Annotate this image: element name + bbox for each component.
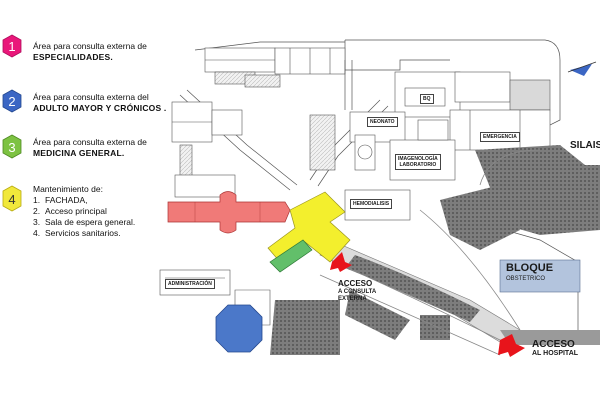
list-item-number: 1. [33,195,41,205]
legend-item-line1: Área para consulta externa de [33,137,147,147]
legend-item-mantenimiento: Mantenimiento de: 1. FACHADA, 2. Acceso pr… [33,184,135,239]
label-neonato: NEONATO [367,117,398,127]
label-administracion: ADMINISTRACIÓN [165,279,215,289]
list-item: 2. Acceso principal [33,206,135,217]
label-acceso-hospital-line2: AL HOSPITAL [532,350,579,357]
west-wing [171,101,243,198]
label-imagenologia: IMAGENOLOGÍA LABORATORIO [395,154,441,170]
legend-badge-2: 2 [2,89,22,113]
legend-badge-4: 4 [2,185,22,212]
legend-item-adulto-mayor: Área para consulta externa del ADULTO MA… [33,92,166,114]
list-item: 4. Servicios sanitarios. [33,228,135,239]
zone-medicina-general [269,239,313,273]
label-acceso-hospital: ACCESO AL HOSPITAL [532,339,578,358]
acceso-hospital-arrow-icon [498,334,525,357]
legend-badge-1: 1 [2,34,22,58]
label-emergencia: EMERGENCIA [480,132,520,142]
legend-badge-1-number: 1 [8,39,15,54]
north-wing [204,47,346,88]
legend-item-line2: ADULTO MAYOR Y CRÓNICOS . [33,103,167,113]
label-imagenologia-line1: IMAGENOLOGÍA [398,156,438,162]
zone-adulto-mayor [215,304,263,353]
acceso-consulta-arrow-icon [330,252,352,272]
list-item-text: Servicios sanitarios. [45,228,121,238]
label-bloque-line1: BLOQUE [506,262,554,274]
label-imagenologia-line2: LABORATORIO [399,162,437,168]
label-bloque-line2: OBSTETRICO [506,276,546,282]
east-buildings [309,71,551,221]
legend-item-line2: MEDICINA GENERAL. [33,148,125,158]
list-item: 1. FACHADA, [33,195,135,206]
maintenance-list: 1. FACHADA, 2. Acceso principal 3. Sala de … [33,195,135,239]
driveway [319,149,541,356]
legend-badge-3-number: 3 [8,140,15,155]
legend-item-medicina-general: Área para consulta externa de MEDICINA G… [33,137,147,159]
list-item-number: 2. [33,206,41,216]
label-acceso-consulta: ACCESO A CONSULTA EXTERNA [338,279,377,303]
label-hemodialisis: HEMODIALISIS [350,199,393,209]
list-item-text: Sala de espera general. [45,217,136,227]
label-bloque-obstetrico: BLOQUE OBSTETRICO [506,262,553,283]
label-silais: SILAIS [570,140,600,151]
legend-item-line2: ESPECIALIDADES. [33,52,113,62]
zone-especialidades [167,191,291,234]
label-acceso-consulta-line1: ACCESO [338,279,373,288]
legend-item-especialidades: Área para consulta externa de ESPECIALID… [33,41,147,63]
legend-item-line1: Mantenimiento de: [33,184,103,194]
legend-item-line1: Área para consulta externa de [33,41,147,51]
list-item: 3. Sala de espera general. [33,217,135,228]
list-item-number: 4. [33,228,41,238]
north-arrow-icon [567,61,597,76]
legend-badge-3: 3 [2,134,22,159]
label-bq: BQ [420,94,434,104]
list-item-text: FACHADA, [45,195,88,205]
legend-badge-4-number: 4 [8,192,15,207]
list-item-text: Acceso principal [45,206,107,216]
label-acceso-consulta-line3: EXTERNA [338,296,367,302]
legend-item-line1: Área para consulta externa del [33,92,149,102]
list-item-number: 3. [33,217,41,227]
label-acceso-consulta-line2: A CONSULTA [338,289,377,295]
zone-mantenimiento [267,191,351,263]
bloque-obstetrico-area [499,259,581,293]
label-acceso-hospital-line1: ACCESO [532,339,575,350]
legend-badge-2-number: 2 [8,94,15,109]
